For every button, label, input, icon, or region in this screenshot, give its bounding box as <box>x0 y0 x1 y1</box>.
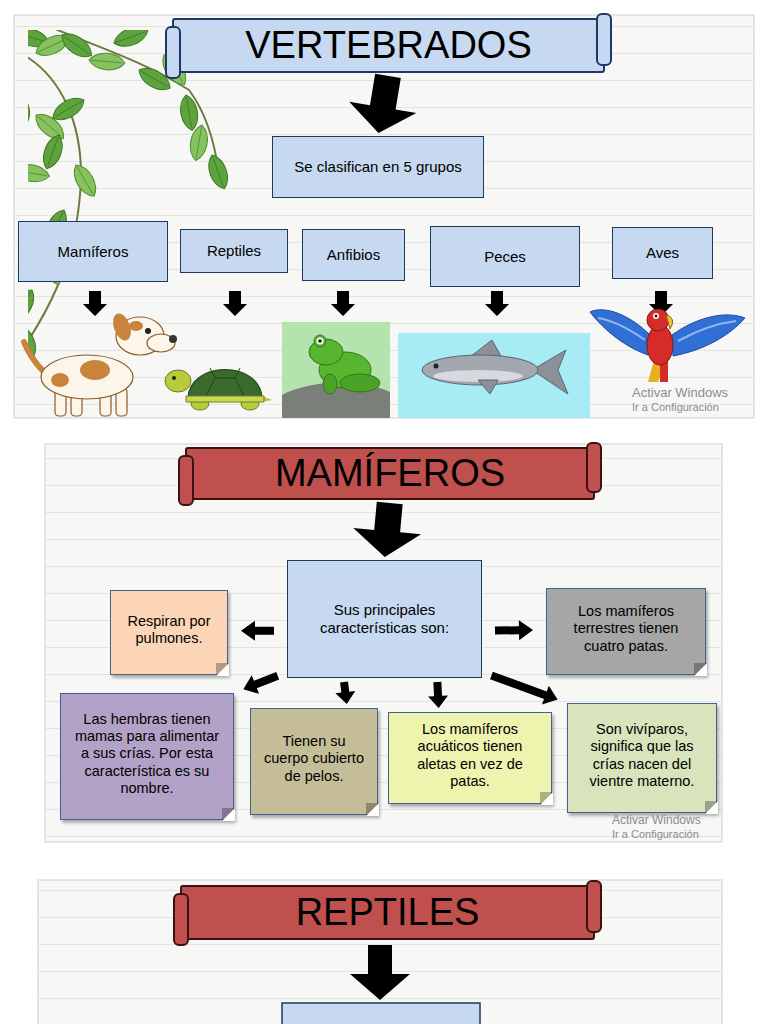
block-arrow <box>490 672 558 705</box>
block-arrow <box>349 74 416 133</box>
watermark-text: Activar Windows <box>612 814 701 828</box>
note-box: Tienen su cuerpo cubierto de pelos. <box>250 708 378 815</box>
down-arrow <box>223 291 247 316</box>
node-text: Tienen su cuerpo cubierto de pelos. <box>259 733 369 784</box>
frog-illustration <box>340 374 380 392</box>
slide-panel <box>30 880 722 1024</box>
title-banner: MAMÍFEROS <box>185 447 595 500</box>
slide-panel <box>45 444 722 842</box>
turtle-illustration <box>165 370 191 392</box>
fish-illustration <box>398 333 590 418</box>
frog-illustration <box>318 339 322 343</box>
parrot-illustration <box>672 315 745 356</box>
slide-panel <box>37 444 722 842</box>
fish-illustration <box>478 380 498 394</box>
down-arrow <box>83 291 673 316</box>
node-text: MAMÍFEROS <box>275 454 505 494</box>
turtle-illustration <box>172 376 176 380</box>
node-text: Los mamíferos terrestres tienen cuatro p… <box>555 603 697 654</box>
dog-illustration <box>24 342 44 372</box>
note-box: Respiran por pulmones. <box>110 590 228 675</box>
node-text: Los mamíferos acuáticos tienen aletas en… <box>397 721 543 789</box>
parrot-illustration <box>655 315 658 318</box>
dog-illustration <box>41 355 133 399</box>
turtle-illustration <box>165 368 272 410</box>
block-arrow <box>495 620 533 640</box>
note-box: Los mamíferos terrestres tienen cuatro p… <box>546 588 706 675</box>
node-text: Sus principales características son: <box>296 601 473 636</box>
title-banner: VERTEBRADOS <box>172 18 605 73</box>
block-arrow <box>241 621 274 641</box>
dog-illustration <box>129 321 143 331</box>
group-box: Mamíferos <box>18 221 168 282</box>
fish-illustration <box>398 333 590 418</box>
node-text: Anfibios <box>327 246 380 264</box>
fish-illustration <box>434 364 439 369</box>
node-text: Las hembras tienen mamas para alimentar … <box>69 711 225 797</box>
down-arrow <box>83 291 107 316</box>
frog-illustration <box>317 338 324 345</box>
group-box: Aves <box>612 227 713 279</box>
dog-illustration <box>24 311 177 416</box>
dog-illustration <box>145 328 151 334</box>
frog-illustration <box>323 374 337 394</box>
slide-panel <box>14 15 754 418</box>
dog-illustration <box>80 360 110 380</box>
title-banner: REPTILES <box>180 885 595 940</box>
note-box: Las hembras tienen mamas para alimentar … <box>60 693 234 820</box>
node-text: Respiran por pulmones. <box>119 613 219 647</box>
frog-illustration <box>282 322 390 418</box>
watermark-text: Ir a Configuración <box>612 828 699 841</box>
watermark-text: Ir a Configuración <box>632 401 719 414</box>
slide-panel <box>6 15 754 418</box>
parrot-illustration <box>590 309 745 382</box>
down-arrow <box>331 291 355 316</box>
frog-illustration <box>314 335 326 347</box>
down-arrow <box>485 291 509 316</box>
cut-off-box <box>282 1003 480 1024</box>
parrot-illustration <box>678 321 736 341</box>
watermark-text: Activar Windows <box>632 386 728 401</box>
block-arrow <box>428 682 448 708</box>
note-box: Los mamíferos acuáticos tienen aletas en… <box>388 712 552 804</box>
node-text: Peces <box>484 248 526 266</box>
parrot-illustration <box>647 309 669 331</box>
parrot-illustration <box>666 315 673 329</box>
dog-illustration <box>51 373 69 387</box>
down-arrow <box>350 945 410 1000</box>
note-box: Son vivíparos, significa que las crías n… <box>567 703 717 813</box>
node-text: Son vivíparos, significa que las crías n… <box>576 721 708 789</box>
group-box: Peces <box>430 226 580 287</box>
block-arrow <box>335 681 355 704</box>
turtle-illustration <box>188 370 262 399</box>
group-box: Reptiles <box>180 229 288 273</box>
frog-illustration <box>282 322 390 418</box>
turtle-illustration <box>205 368 245 398</box>
node-text: VERTEBRADOS <box>245 26 531 66</box>
node-text: Mamíferos <box>58 243 129 261</box>
turtle-illustration <box>186 396 264 402</box>
node-text: Se clasifican en 5 grupos <box>294 158 462 176</box>
dog-illustration <box>169 335 177 343</box>
node-text: REPTILES <box>296 893 480 933</box>
block-arrow <box>243 672 279 694</box>
parrot-illustration <box>590 310 650 355</box>
process-box: Se clasifican en 5 grupos <box>272 136 484 198</box>
parrot-illustration <box>653 313 659 319</box>
node-text: Aves <box>646 244 679 262</box>
process-box: Sus principales características son: <box>287 560 482 678</box>
parrot-illustration <box>598 318 645 340</box>
block-arrow <box>353 502 421 557</box>
group-box: Anfibios <box>302 229 405 281</box>
node-text: Reptiles <box>207 242 261 260</box>
